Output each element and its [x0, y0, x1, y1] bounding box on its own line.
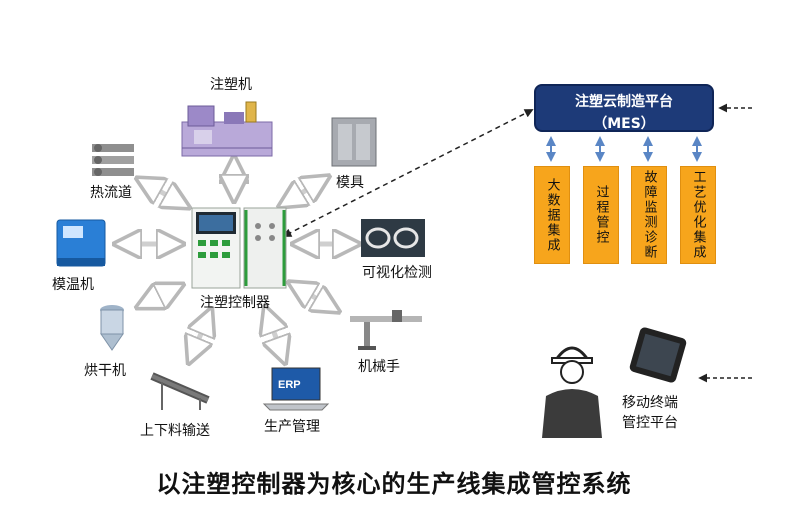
loading-image — [150, 372, 210, 410]
module-process-optimization: 工艺优化集成 — [680, 166, 716, 264]
controller-image — [191, 207, 287, 289]
arrow-production — [266, 310, 284, 360]
robot-arm-image — [350, 310, 422, 350]
hot-runner-image — [92, 144, 134, 176]
mes-platform-box: 注塑云制造平台 （MES） — [534, 84, 714, 132]
erp-screen-text: ERP — [278, 379, 301, 391]
dashed-link-mes-controller — [282, 109, 534, 237]
arrow-robot — [292, 284, 336, 310]
footer-title: 以注塑控制器为核心的生产线集成管控系统 — [156, 470, 632, 498]
label-controller: 注塑控制器 — [200, 295, 270, 311]
inspection-image — [361, 219, 425, 257]
label-inspection: 可视化检测 — [362, 265, 432, 281]
label-loading: 上下料输送 — [140, 423, 210, 439]
worker-image — [542, 346, 602, 438]
module-process-control: 过程管控 — [583, 166, 619, 264]
label-mold: 模具 — [336, 175, 364, 191]
mes-module-connectors — [546, 136, 702, 162]
mold-temp-image — [56, 219, 106, 267]
label-injection-machine: 注塑机 — [210, 77, 252, 93]
label-production-mgmt: 生产管理 — [264, 419, 320, 435]
injection-machine-image — [181, 101, 273, 157]
label-mobile-line1: 移动终端 — [622, 395, 678, 411]
module-fault-diagnosis: 故障监测诊断 — [631, 166, 667, 264]
label-hot-runner: 热流道 — [90, 185, 132, 201]
arrow-mold — [282, 178, 326, 205]
module-big-data: 大数据集成 — [534, 166, 570, 264]
mes-title: 注塑云制造平台 — [575, 94, 673, 110]
label-robot-arm: 机械手 — [358, 359, 400, 375]
arrow-hot-runner — [140, 180, 186, 206]
mold-image — [331, 117, 377, 167]
label-dryer: 烘干机 — [84, 363, 126, 379]
mes-subtitle: （MES） — [593, 116, 655, 132]
arrow-loading — [190, 312, 210, 360]
tablet-image — [629, 327, 687, 383]
dryer-image — [100, 305, 124, 351]
label-mobile-line2: 管控平台 — [622, 415, 678, 431]
label-mold-temp: 模温机 — [52, 277, 94, 293]
arrow-dryer — [140, 286, 180, 306]
erp-laptop-image: ERP — [262, 367, 330, 411]
